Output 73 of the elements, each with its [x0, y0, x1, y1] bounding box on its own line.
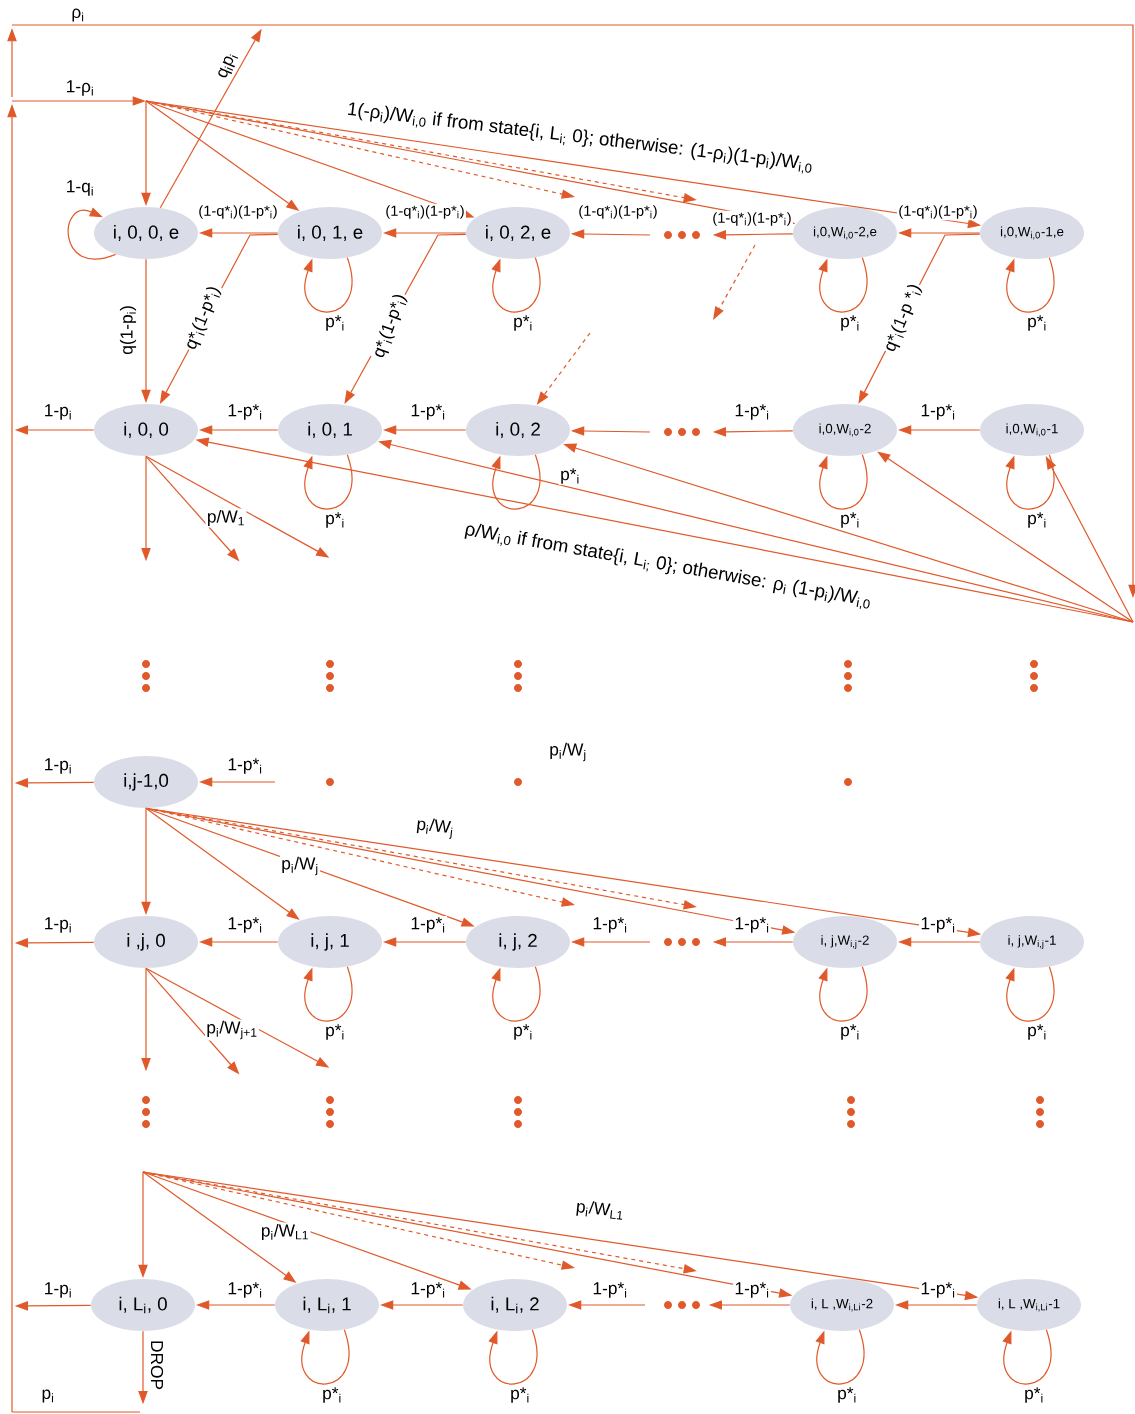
line-label: 1-ρ$_{i}$	[64, 78, 96, 98]
edge-label: p*$_{i}$	[1025, 510, 1049, 530]
edge-label: 1-p*$_{i}$	[409, 402, 447, 422]
edge-label: p$_{i}$/W$_{j+1}$	[205, 1019, 259, 1041]
edge-label: p*$_{i}$	[1025, 1022, 1049, 1042]
line-label: p$_{i}$	[40, 1388, 56, 1404]
edge-label: 1-p*$_{i}$	[226, 915, 264, 935]
edge-label: 1-p*$_{i}$	[591, 1280, 629, 1300]
edge-label: p*$_{i}$	[838, 1022, 862, 1042]
edge-label: (1-q*$_{i}$)(1-p*$_{i}$)	[577, 203, 659, 221]
self-loop-arrow	[491, 966, 541, 1022]
self-loop-arrow	[818, 966, 868, 1022]
edge-label: 1-p$_{i}$	[42, 1280, 74, 1300]
edge-label: 1-p*$_{i}$	[591, 915, 629, 935]
edge-label: 1-p*$_{i}$	[226, 402, 264, 422]
edge-label: p*$_{i}$	[558, 466, 582, 486]
self-loop-arrow	[1002, 1329, 1052, 1385]
edge-label: 1-p*$_{i}$	[919, 1280, 957, 1300]
edge-label: p*$_{i}$	[1025, 313, 1049, 333]
edge-label: (1-q*$_{i}$)(1-p*$_{i}$)	[897, 203, 979, 221]
self-loop-arrow	[303, 966, 353, 1022]
self-loop-arrow	[1005, 966, 1055, 1022]
edge-label: p*$_{i}$	[323, 1022, 347, 1042]
edge-label: 1-p*$_{i}$	[919, 915, 957, 935]
edge-label: (1-q*$_{i}$)(1-p*$_{i}$)	[384, 203, 466, 221]
edge-label: 1-p$_{i}$	[42, 915, 74, 935]
edge-label: q$_{i}$p$_{i}$	[215, 49, 241, 83]
edge-label: p*$_{i}$	[511, 313, 535, 333]
edge-label: 1-p$_{i}$	[42, 402, 74, 422]
self-loop-arrow	[303, 454, 353, 510]
edge-label: 1-p*$_{i}$	[226, 756, 264, 776]
line-label: ρ$_{i}$	[70, 7, 86, 23]
edge-label: 1-q$_{i}$	[64, 178, 96, 198]
edge-label: p*$_{i}$	[508, 1385, 532, 1405]
self-loop-arrow	[815, 1329, 865, 1385]
edge-label: p/W$_{1}$	[205, 508, 247, 528]
edge-label: 1-p*$_{i}$	[226, 1280, 264, 1300]
edge-label: p*$_{i}$	[835, 1385, 859, 1405]
edge-label: 1-p*$_{i}$	[733, 915, 771, 935]
self-loop-arrow	[303, 257, 353, 313]
self-loop-arrow	[818, 454, 868, 510]
edge-label: 1-p*$_{i}$	[409, 915, 447, 935]
self-loop-arrow	[67, 207, 117, 260]
edge-label: p$_{i}$/W$_{j}$	[413, 815, 457, 841]
edge-label: 1-p*$_{i}$	[919, 402, 957, 422]
edge-label: p$_{i}$/W$_{j}$	[279, 855, 321, 877]
line-label: p$_{i}$/W$_{j}$	[547, 741, 589, 763]
edge-label: (1-q*$_{i}$)(1-p*$_{i}$)	[197, 203, 279, 221]
edge-label: DROP	[149, 1338, 165, 1392]
edge-label: 1-p*$_{i}$	[733, 402, 771, 422]
edge-label: 1-p*$_{i}$	[733, 1280, 771, 1300]
edge-label: 1-p$_{i}$	[42, 756, 74, 776]
edge-label: p*$_{i}$	[323, 510, 347, 530]
edge-label: p*$_{i}$	[1022, 1385, 1046, 1405]
self-loop-arrow	[1005, 257, 1055, 313]
edge-label: p*$_{i}$	[511, 1022, 535, 1042]
edge-label: 1(-ρ$_{i}$)/W$_{i,0}$ if from state{i, L$_{i;}$ 0}; otherwise: (1-ρ$_{i}$)(1-p$_{i}$)/W$_{i,0}$	[344, 99, 816, 177]
self-loop-arrow	[300, 1329, 350, 1385]
arrow	[877, 451, 1134, 623]
edge-label: p*$_{i}$	[838, 510, 862, 530]
edge-label: p*$_{i}$	[838, 313, 862, 333]
self-loop-arrow	[1005, 454, 1055, 510]
self-loop-arrow	[491, 257, 541, 313]
edge-label: p$_{i}$/W$_{L1}$	[573, 1198, 627, 1223]
edge-label: p*$_{i}$	[320, 1385, 344, 1405]
edge-label: p*$_{i}$	[323, 313, 347, 333]
edge-label: q(1-p$_{i}$)	[118, 303, 138, 357]
self-loop-arrow	[818, 257, 868, 313]
edge-label: p$_{i}$/W$_{L1}$	[259, 1222, 311, 1242]
self-loop-arrow	[488, 1329, 538, 1385]
self-loop-arrow	[491, 454, 541, 510]
edge-label: (1-q*$_{i}$)(1-p*$_{i}$)	[711, 210, 793, 228]
edge-label: 1-p*$_{i}$	[409, 1280, 447, 1300]
